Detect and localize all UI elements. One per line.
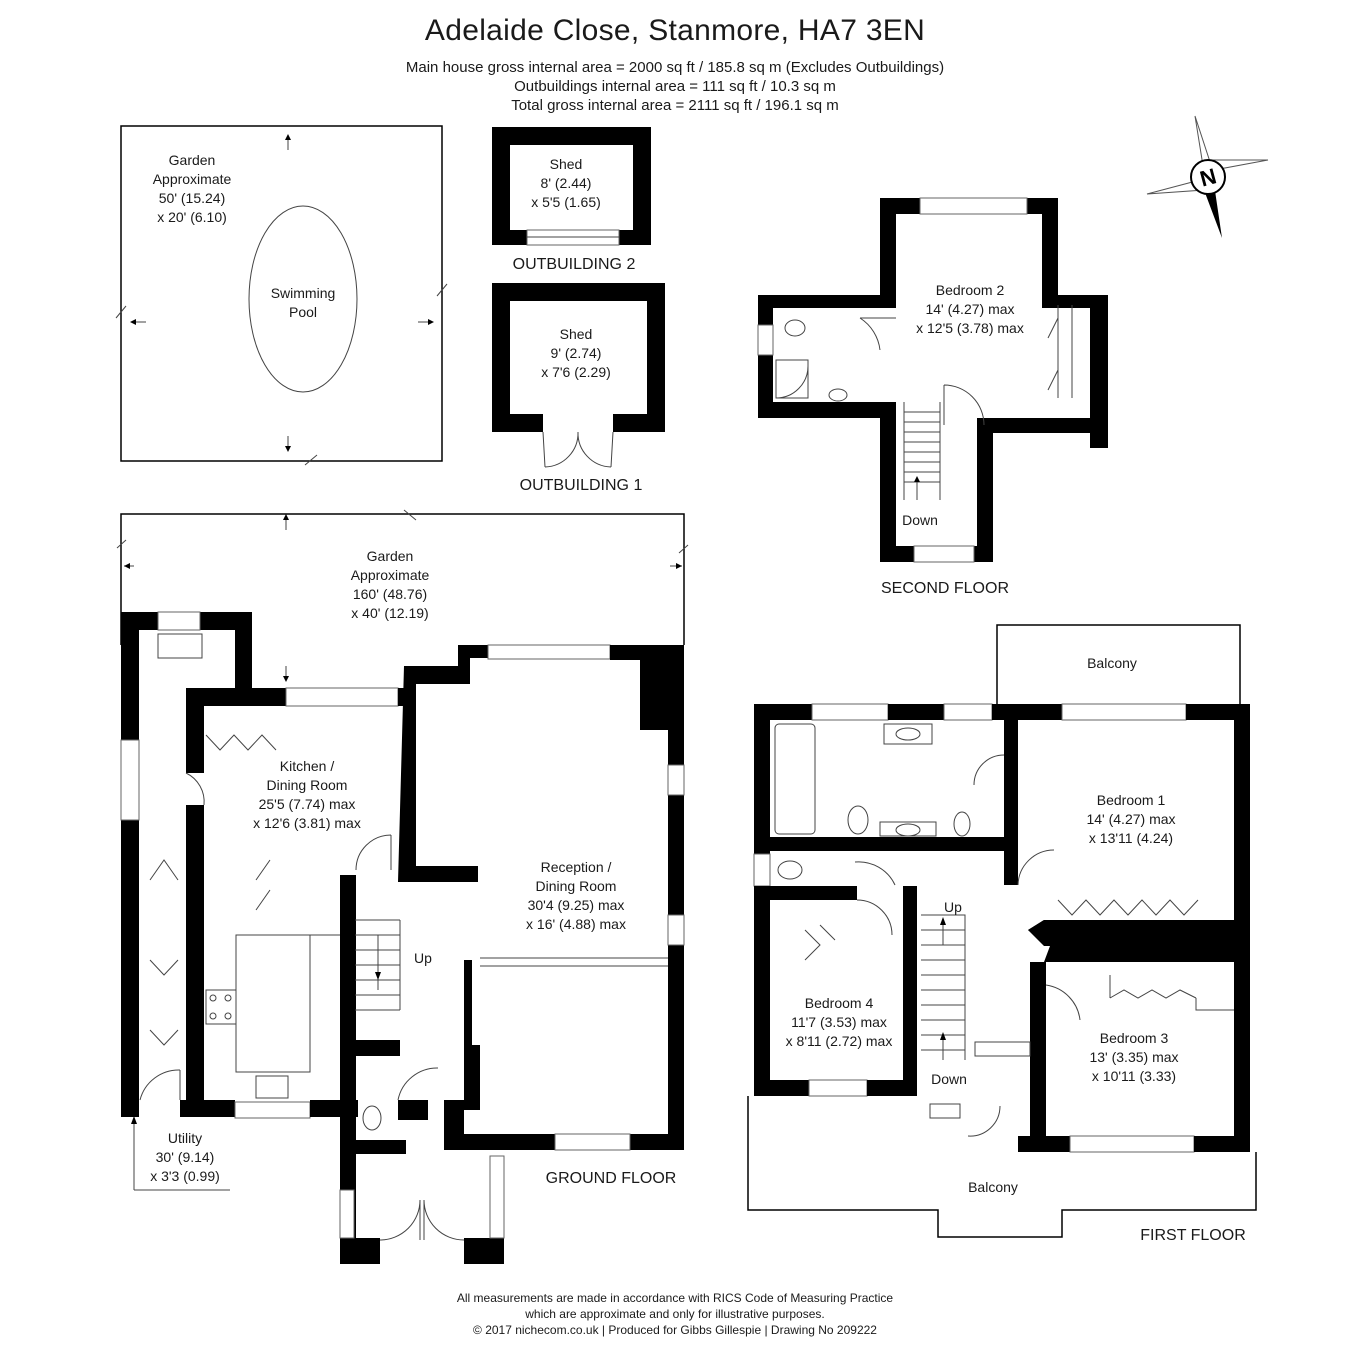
shed1-label: Shed: [560, 326, 593, 342]
utility-width: x 3'3 (0.99): [150, 1168, 220, 1184]
shed2-width: x 5'5 (1.65): [531, 194, 601, 210]
outbuilding2-title: OUTBUILDING 2: [513, 256, 636, 273]
bedroom2-width: x 12'5 (3.78) max: [916, 320, 1024, 336]
main-garden-plot: [116, 509, 689, 682]
bedroom1-width: x 13'11 (4.24): [1089, 830, 1173, 846]
footer-disclaimer: All measurements are made in accordance …: [456, 1291, 894, 1305]
first-floor-walls: [747, 624, 1257, 1238]
bedroom3-label: Bedroom 3: [1100, 1030, 1169, 1046]
utility-length: 30' (9.14): [156, 1149, 215, 1165]
garden-pool-label: Garden: [169, 152, 216, 168]
main-garden-width: x 40' (12.19): [351, 605, 428, 621]
ground-floor-walls: [120, 611, 685, 1264]
pool-label: Swimming: [271, 285, 336, 301]
shed2-label: Shed: [550, 156, 583, 172]
second-floor-title: SECOND FLOOR: [881, 580, 1009, 597]
kitchen-length: 25'5 (7.74) max: [259, 796, 356, 812]
ground-floor-title: GROUND FLOOR: [546, 1170, 677, 1187]
garden-pool-length: 50' (15.24): [159, 190, 226, 206]
compass-icon: N: [1146, 115, 1269, 238]
first-stairs-down-label: Down: [931, 1071, 967, 1087]
reception-length: 30'4 (9.25) max: [528, 897, 625, 913]
main-garden-length: 160' (48.76): [353, 586, 427, 602]
main-garden-approx: Approximate: [351, 567, 430, 583]
outbuilding2-walls: [492, 127, 651, 246]
compass-label: N: [1197, 163, 1219, 191]
bedroom1-label: Bedroom 1: [1097, 792, 1166, 808]
ground-stairs-label: Up: [414, 950, 432, 966]
outbuildings-area-text: Outbuildings internal area = 111 sq ft /…: [514, 78, 836, 95]
kitchen-label-2: Dining Room: [267, 777, 348, 793]
bedroom4-length: 11'7 (3.53) max: [791, 1014, 887, 1030]
outbuilding1-title: OUTBUILDING 1: [520, 477, 643, 494]
bedroom2-label: Bedroom 2: [936, 282, 1005, 298]
bedroom2-length: 14' (4.27) max: [925, 301, 1014, 317]
bedroom1-length: 14' (4.27) max: [1086, 811, 1175, 827]
garden-pool-approx: Approximate: [153, 171, 232, 187]
bedroom4-label: Bedroom 4: [805, 995, 874, 1011]
second-floor-stairs-label: Down: [902, 512, 938, 528]
total-area-text: Total gross internal area = 2111 sq ft /…: [511, 97, 839, 114]
first-floor-title: FIRST FLOOR: [1140, 1227, 1246, 1244]
shed1-width: x 7'6 (2.29): [541, 364, 611, 380]
bedroom3-length: 13' (3.35) max: [1089, 1049, 1178, 1065]
main-area-text: Main house gross internal area = 2000 sq…: [405, 59, 945, 76]
bedroom3-width: x 10'11 (3.33): [1092, 1068, 1176, 1084]
second-floor-walls: [757, 197, 1108, 563]
kitchen-label: Kitchen /: [280, 758, 335, 774]
shed2-length: 8' (2.44): [541, 175, 592, 191]
kitchen-width: x 12'6 (3.81) max: [253, 815, 361, 831]
footer-disclaimer-2: which are approximate and only for illus…: [525, 1307, 825, 1321]
main-garden-label: Garden: [367, 548, 414, 564]
shed1-length: 9' (2.74): [551, 345, 602, 361]
reception-label-2: Dining Room: [536, 878, 617, 894]
page-title: Adelaide Close, Stanmore, HA7 3EN: [424, 14, 926, 47]
garden-pool-plot: [115, 125, 448, 466]
bedroom4-width: x 8'11 (2.72) max: [786, 1033, 893, 1049]
utility-label: Utility: [168, 1130, 202, 1146]
footer-credits: © 2017 nichecom.co.uk | Produced for Gib…: [473, 1323, 877, 1337]
garden-pool-width: x 20' (6.10): [157, 209, 227, 225]
balcony-bottom-label: Balcony: [968, 1179, 1018, 1195]
balcony-top-label: Balcony: [1087, 655, 1137, 671]
outbuilding1-walls: [492, 283, 665, 468]
first-stairs-up-label: Up: [944, 899, 962, 915]
reception-label: Reception /: [541, 859, 612, 875]
pool-label-2: Pool: [289, 304, 317, 320]
reception-width: x 16' (4.88) max: [526, 916, 626, 932]
